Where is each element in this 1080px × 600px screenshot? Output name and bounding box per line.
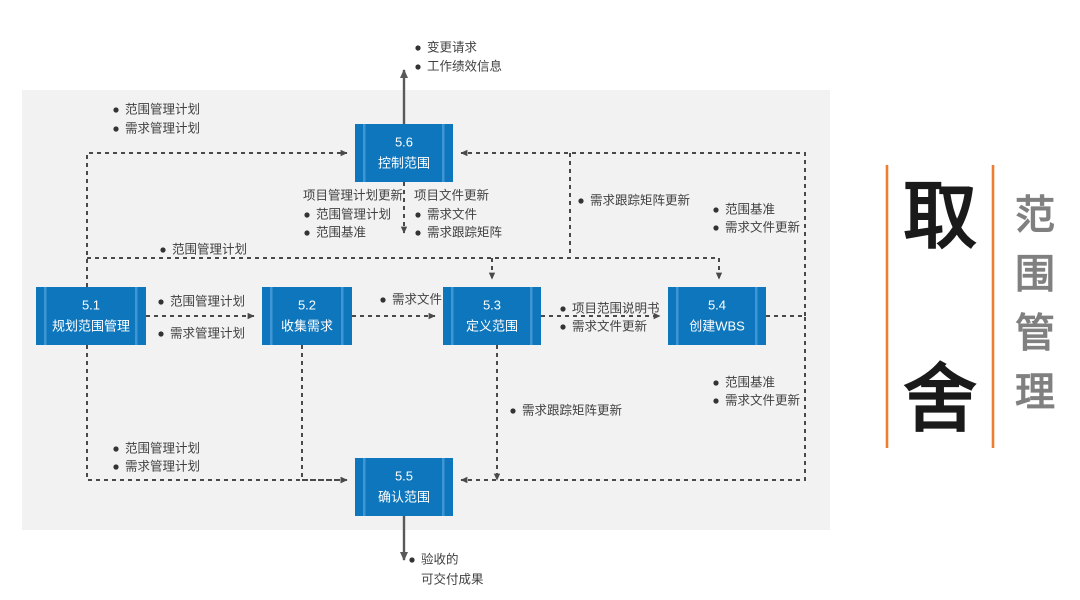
title-panel: 取 舍 范 围 管 理 bbox=[885, 165, 1055, 448]
title-sub-char-3: 理 bbox=[1015, 371, 1055, 415]
label-baseline-bottom-0: 范围基准 bbox=[725, 375, 775, 389]
bullet-dot bbox=[578, 198, 584, 204]
node-56-number: 5.6 bbox=[395, 134, 413, 149]
label-pm-plan-updates: 项目管理计划更新 范围管理计划 范围基准 bbox=[303, 187, 403, 239]
title-sub-char-1: 围 bbox=[1015, 253, 1055, 297]
bullet-dot bbox=[113, 126, 119, 132]
bullet-dot bbox=[560, 306, 566, 312]
connector-54-to-55 bbox=[460, 315, 806, 484]
label-pm-plan-updates-1: 范围基准 bbox=[316, 225, 366, 239]
bullet-dot bbox=[158, 299, 164, 305]
bullet-dot bbox=[713, 225, 719, 231]
title-main-char-1: 舍 bbox=[903, 358, 977, 441]
label-top-output-0: 变更请求 bbox=[427, 39, 478, 54]
label-bottom-left-plans-0: 范围管理计划 bbox=[125, 440, 200, 455]
label-baseline-top-1: 需求文件更新 bbox=[725, 219, 800, 234]
bullet-dot bbox=[158, 331, 164, 337]
label-bottom-output-1: 可交付成果 bbox=[421, 571, 484, 586]
node-56-name: 控制范围 bbox=[378, 155, 430, 170]
label-rtm-update-bottom-0: 需求跟踪矩阵更新 bbox=[522, 402, 622, 417]
node-54[interactable]: 5.4 创建WBS bbox=[668, 287, 766, 345]
label-mid-left-plan: 范围管理计划 bbox=[160, 241, 247, 256]
bullet-dot bbox=[415, 230, 421, 236]
label-rtm-update-top-0: 需求跟踪矩阵更新 bbox=[590, 192, 690, 207]
node-55-number: 5.5 bbox=[395, 468, 413, 483]
node-54-name: 创建WBS bbox=[689, 318, 745, 333]
bullet-dot bbox=[713, 207, 719, 213]
label-baseline-bottom: 范围基准 需求文件更新 bbox=[713, 375, 800, 407]
label-53-to-54: 项目范围说明书 需求文件更新 bbox=[560, 300, 660, 333]
connector-group bbox=[86, 149, 806, 484]
node-51-name: 规划范围管理 bbox=[52, 318, 130, 333]
node-55-name: 确认范围 bbox=[378, 489, 430, 504]
label-baseline-top: 范围基准 需求文件更新 bbox=[713, 202, 800, 234]
bullet-dot bbox=[380, 297, 386, 303]
label-top-left-plans-1: 需求管理计划 bbox=[125, 120, 200, 135]
node-52-name: 收集需求 bbox=[281, 318, 333, 333]
bullet-dot bbox=[113, 446, 119, 452]
node-53-number: 5.3 bbox=[483, 297, 501, 312]
bullet-dot bbox=[304, 212, 310, 218]
bullet-dot bbox=[113, 107, 119, 113]
label-top-output-1: 工作绩效信息 bbox=[427, 58, 502, 73]
label-bottom-output-0: 验收的 bbox=[421, 551, 459, 566]
label-top-left-plans: 范围管理计划 需求管理计划 bbox=[113, 101, 200, 135]
node-53[interactable]: 5.3 定义范围 bbox=[443, 287, 541, 345]
bullet-dot bbox=[560, 324, 566, 330]
bullet-dot bbox=[304, 230, 310, 236]
bullet-dot bbox=[415, 45, 421, 51]
bullet-dot bbox=[160, 247, 166, 253]
label-mid-left-plan-0: 范围管理计划 bbox=[172, 241, 247, 256]
bullet-dot bbox=[415, 64, 421, 70]
label-top-left-plans-0: 范围管理计划 bbox=[125, 101, 200, 116]
label-rtm-update-bottom: 需求跟踪矩阵更新 bbox=[510, 402, 622, 417]
label-bottom-left-plans-1: 需求管理计划 bbox=[125, 458, 200, 473]
node-51[interactable]: 5.1 规划范围管理 bbox=[36, 287, 146, 345]
label-53-to-54-0: 项目范围说明书 bbox=[572, 300, 660, 315]
connector-51-to-54 bbox=[87, 257, 723, 280]
label-rtm-update-top: 需求跟踪矩阵更新 bbox=[578, 192, 690, 207]
label-pm-plan-updates-0: 范围管理计划 bbox=[316, 206, 391, 221]
label-baseline-top-0: 范围基准 bbox=[725, 202, 775, 216]
label-baseline-bottom-1: 需求文件更新 bbox=[725, 392, 800, 407]
label-52-to-53-0: 需求文件 bbox=[392, 291, 442, 306]
label-53-to-54-1: 需求文件更新 bbox=[572, 318, 647, 333]
title-sub-char-2: 管 bbox=[1015, 312, 1055, 356]
label-project-doc-updates-1: 需求跟踪矩阵 bbox=[427, 225, 503, 239]
label-project-doc-updates-0: 需求文件 bbox=[427, 206, 477, 221]
connector-54-to-56 bbox=[460, 149, 806, 316]
label-project-doc-updates: 项目文件更新 需求文件 需求跟踪矩阵 bbox=[414, 187, 503, 239]
label-bottom-output: 验收的 可交付成果 bbox=[409, 551, 484, 586]
label-pm-plan-updates-header: 项目管理计划更新 bbox=[303, 187, 403, 202]
label-51-to-52: 范围管理计划 需求管理计划 bbox=[158, 293, 245, 340]
node-52[interactable]: 5.2 收集需求 bbox=[262, 287, 352, 345]
bullet-dot bbox=[713, 398, 719, 404]
node-56[interactable]: 5.6 控制范围 bbox=[355, 124, 453, 182]
node-54-number: 5.4 bbox=[708, 297, 726, 312]
node-52-number: 5.2 bbox=[298, 297, 316, 312]
node-55[interactable]: 5.5 确认范围 bbox=[355, 458, 453, 516]
bullet-dot bbox=[113, 464, 119, 470]
bullet-dot bbox=[510, 408, 516, 414]
title-main-char-0: 取 bbox=[903, 175, 977, 258]
label-51-to-52-1: 需求管理计划 bbox=[170, 325, 245, 340]
label-52-to-53: 需求文件 bbox=[380, 291, 442, 306]
label-top-output: 变更请求 工作绩效信息 bbox=[415, 39, 502, 73]
bullet-dot bbox=[409, 557, 415, 563]
node-51-number: 5.1 bbox=[82, 297, 100, 312]
label-51-to-52-0: 范围管理计划 bbox=[170, 293, 245, 308]
node-53-name: 定义范围 bbox=[466, 318, 518, 333]
title-sub-char-0: 范 bbox=[1015, 194, 1055, 238]
bullet-dot bbox=[713, 380, 719, 386]
label-project-doc-updates-header: 项目文件更新 bbox=[414, 187, 489, 202]
connector-51-to-56 bbox=[86, 149, 348, 287]
bullet-dot bbox=[415, 212, 421, 218]
label-bottom-left-plans: 范围管理计划 需求管理计划 bbox=[113, 440, 200, 473]
